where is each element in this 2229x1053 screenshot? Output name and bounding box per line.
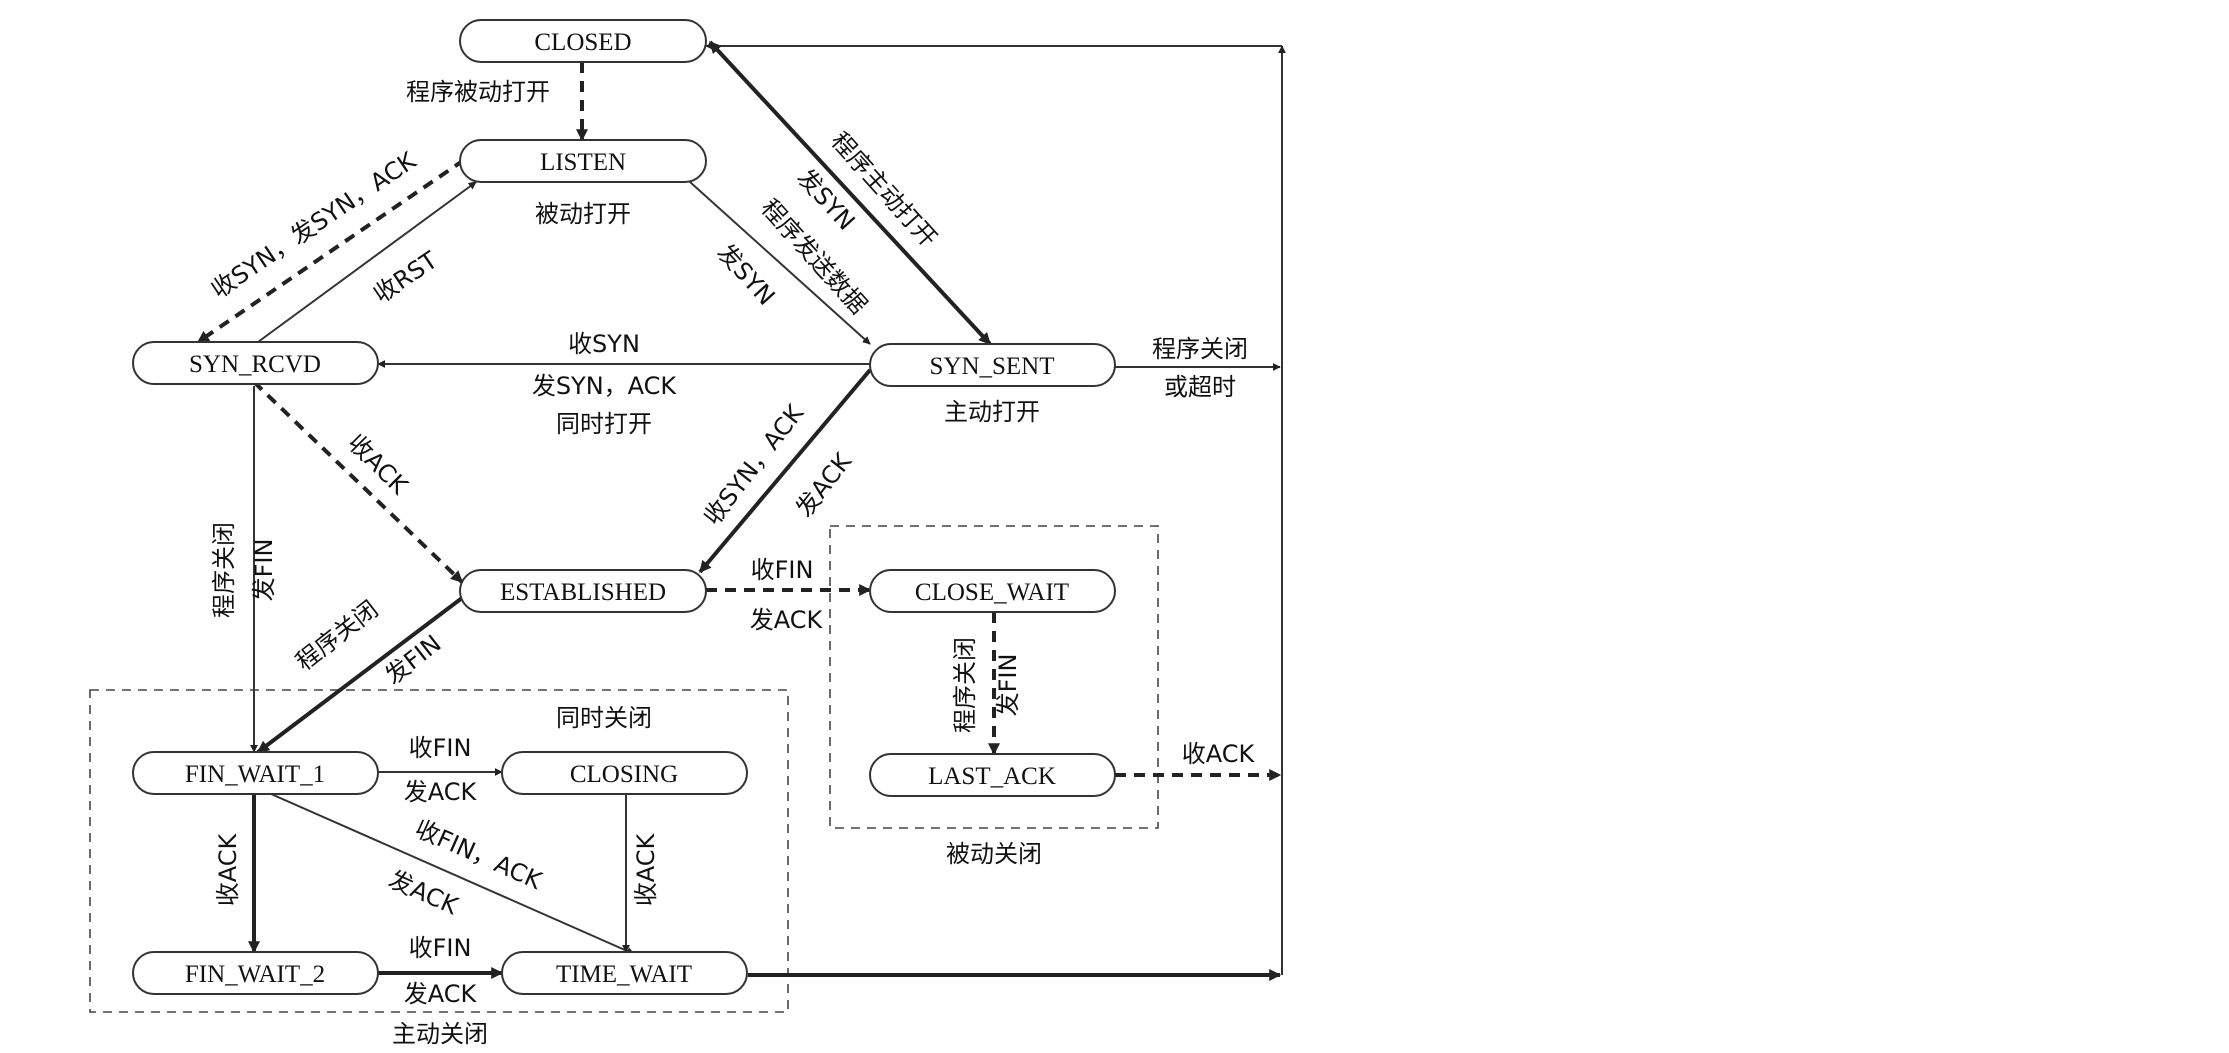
label-send-ack-fin-wait-2: 发ACK (404, 980, 478, 1008)
label-send-ack-fin-wait-1: 发ACK (404, 778, 478, 806)
label-active-close: 主动关闭 (392, 1020, 488, 1048)
label-simultaneous-close: 同时关闭 (556, 704, 652, 732)
state-close-wait-label: CLOSE_WAIT (915, 579, 1069, 606)
state-closed: CLOSED (459, 19, 707, 63)
label-send-syn-listen: 发SYN (711, 239, 780, 311)
label-recv-fin-established: 收FIN (751, 556, 814, 584)
label-passive-open: 被动打开 (535, 200, 631, 228)
label-recv-ack-closing: 收ACK (632, 832, 660, 906)
edge-listen-syn-rcvd (196, 158, 466, 344)
state-closing-label: CLOSING (570, 761, 678, 788)
label-active-open-app: 程序主动打开 (825, 127, 942, 253)
state-syn-sent-label: SYN_SENT (929, 353, 1054, 380)
state-syn-rcvd: SYN_RCVD (132, 341, 379, 385)
label-send-fin-close-wait: 发FIN (994, 654, 1022, 717)
label-send-ack-syn-sent: 发ACK (790, 447, 857, 522)
label-app-close-syn-rcvd: 程序关闭 (210, 522, 238, 618)
state-established: ESTABLISHED (459, 569, 707, 613)
label-active-open: 主动打开 (944, 398, 1040, 426)
label-app-close: 程序关闭 (1152, 335, 1248, 363)
edge-syn-rcvd-listen (257, 181, 477, 343)
state-time-wait-label: TIME_WAIT (556, 961, 692, 988)
label-recv-ack-last-ack: 收ACK (1182, 740, 1256, 768)
label-send-syn-ack: 发SYN，ACK (532, 372, 678, 400)
state-established-label: ESTABLISHED (500, 579, 666, 606)
state-last-ack: LAST_ACK (869, 753, 1116, 797)
label-or-timeout: 或超时 (1164, 373, 1236, 401)
label-passive-open-app: 程序被动打开 (406, 78, 550, 106)
active-close-region (89, 689, 789, 1013)
label-recv-ack-fin-wait-1: 收ACK (214, 832, 242, 906)
edge-established-fin-wait-1 (256, 596, 464, 754)
label-app-close-close-wait: 程序关闭 (951, 637, 979, 733)
label-recv-fin-fin-wait-1: 收FIN (409, 734, 472, 762)
label-passive-close: 被动关闭 (946, 840, 1042, 868)
label-send-fin-established: 发FIN (380, 629, 447, 690)
state-fin-wait-2-label: FIN_WAIT_2 (185, 961, 325, 988)
state-closing: CLOSING (501, 751, 748, 795)
state-last-ack-label: LAST_ACK (928, 763, 1056, 790)
edge-syn-rcvd-established (252, 380, 464, 584)
label-send-ack-established: 发ACK (750, 606, 824, 634)
state-syn-sent: SYN_SENT (869, 343, 1116, 387)
label-recv-fin-fin-wait-2: 收FIN (409, 934, 472, 962)
label-recv-rst: 收RST (368, 246, 442, 309)
label-simultaneous-open: 同时打开 (556, 410, 652, 438)
state-close-wait: CLOSE_WAIT (869, 569, 1116, 613)
state-syn-rcvd-label: SYN_RCVD (189, 351, 321, 378)
passive-close-region (829, 525, 1159, 829)
state-listen: LISTEN (459, 139, 707, 183)
edge-closed-syn-sent (708, 40, 992, 346)
label-recv-syn: 收SYN (568, 330, 640, 358)
edge-listen-syn-sent (689, 181, 871, 345)
edge-syn-sent-established (698, 368, 872, 574)
state-fin-wait-1: FIN_WAIT_1 (132, 751, 379, 795)
state-fin-wait-1-label: FIN_WAIT_1 (185, 761, 325, 788)
state-listen-label: LISTEN (540, 149, 626, 176)
state-time-wait: TIME_WAIT (501, 951, 748, 995)
label-app-close-established: 程序关闭 (291, 595, 384, 676)
label-send-fin-syn-rcvd: 发FIN (250, 539, 278, 602)
label-recv-ack-syn-rcvd: 收ACK (342, 429, 414, 501)
edge-fin-wait-1-time-wait (261, 789, 635, 955)
state-fin-wait-2: FIN_WAIT_2 (132, 951, 379, 995)
state-closed-label: CLOSED (534, 29, 631, 56)
